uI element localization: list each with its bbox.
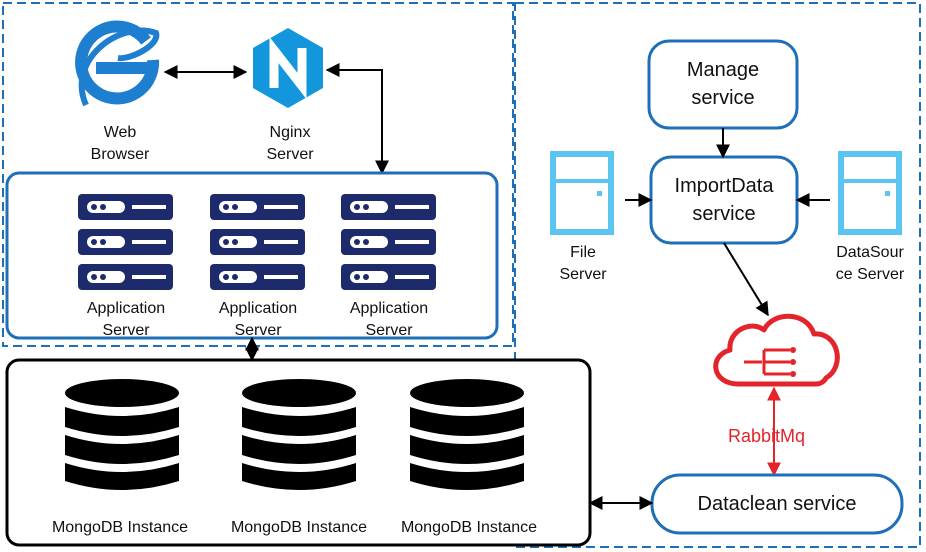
server-icon <box>341 194 436 290</box>
server-icon <box>210 194 305 290</box>
right-dashed-region <box>514 2 921 548</box>
datasource-server-icon <box>838 151 902 235</box>
import-rabbit-arrow <box>723 242 769 317</box>
mongodb-label: MongoDB Instance <box>400 519 538 536</box>
file-server-icon <box>550 151 614 235</box>
mongodb-label: MongoDB Instance <box>51 519 189 536</box>
mongodb-label: MongoDB Instance <box>230 519 368 536</box>
server-icon <box>78 194 173 290</box>
nginx-icon <box>253 28 323 108</box>
nginx-app-arrow <box>325 63 389 175</box>
cloud-icon <box>713 313 840 387</box>
browser-icon <box>75 20 160 107</box>
rabbitmq-label: RabbitMq <box>728 426 806 446</box>
dataclean-service-label: Dataclean service <box>697 493 857 515</box>
